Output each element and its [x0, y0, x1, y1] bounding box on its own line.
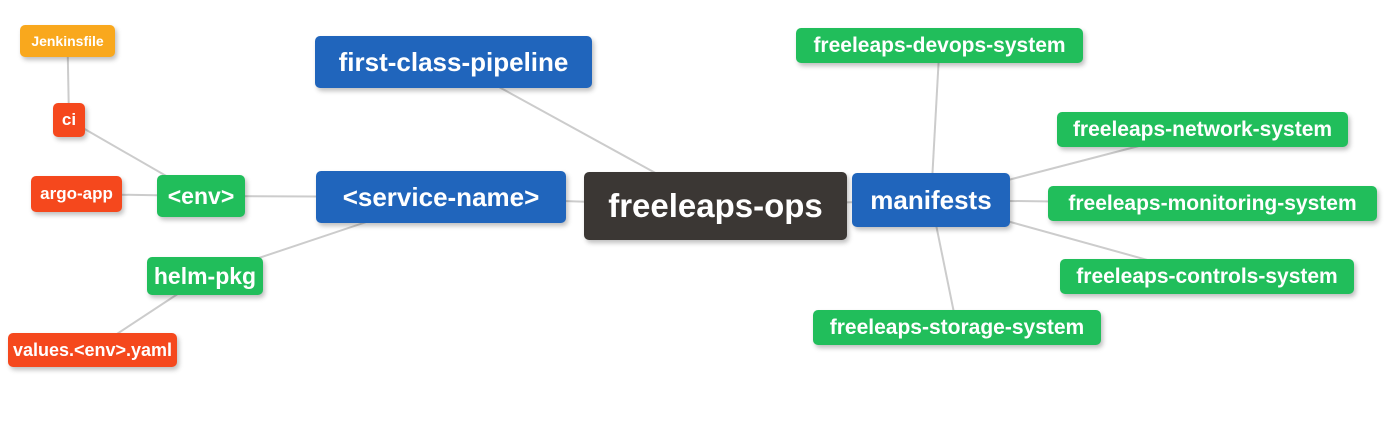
- node-jenkinsfile[interactable]: Jenkinsfile: [20, 25, 115, 57]
- node-service-name[interactable]: <service-name>: [316, 171, 566, 223]
- node-values-env-yaml[interactable]: values.<env>.yaml: [8, 333, 177, 367]
- node-freeleaps-storage-system[interactable]: freeleaps-storage-system: [813, 310, 1101, 345]
- node-ci[interactable]: ci: [53, 103, 85, 137]
- node-argo-app[interactable]: argo-app: [31, 176, 122, 212]
- node-manifests[interactable]: manifests: [852, 173, 1010, 227]
- node-freeleaps-devops-system[interactable]: freeleaps-devops-system: [796, 28, 1083, 63]
- node-env[interactable]: <env>: [157, 175, 245, 217]
- node-helm-pkg[interactable]: helm-pkg: [147, 257, 263, 295]
- node-freeleaps-controls-system[interactable]: freeleaps-controls-system: [1060, 259, 1354, 294]
- node-freeleaps-network-system[interactable]: freeleaps-network-system: [1057, 112, 1348, 147]
- node-freeleaps-monitoring-system[interactable]: freeleaps-monitoring-system: [1048, 186, 1377, 221]
- node-freeleaps-ops[interactable]: freeleaps-ops: [584, 172, 847, 240]
- node-first-class-pipeline[interactable]: first-class-pipeline: [315, 36, 592, 88]
